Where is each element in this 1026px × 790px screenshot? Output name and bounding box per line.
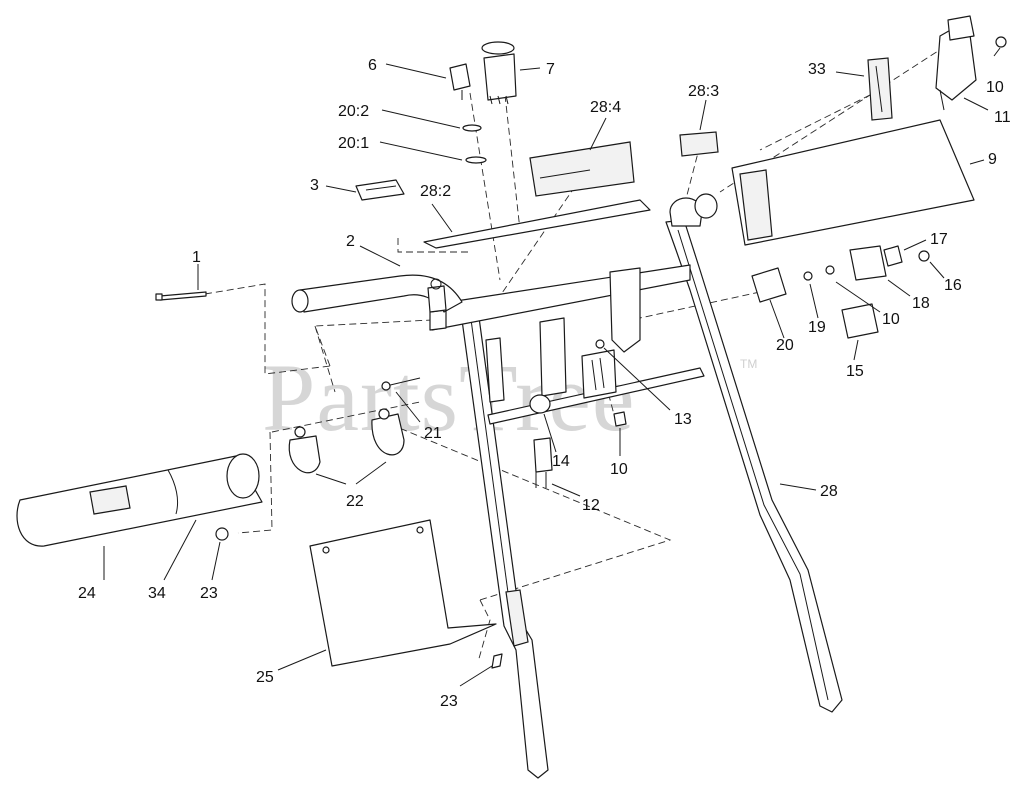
callout-34: 34 bbox=[148, 585, 166, 602]
left-handle-tube bbox=[291, 274, 463, 313]
callout-17: 15 bbox=[846, 363, 864, 380]
callout-28-4: 28:4 bbox=[590, 99, 621, 116]
callout-22: 22 bbox=[346, 493, 364, 510]
callout-3: 3 bbox=[310, 177, 319, 194]
handle-cover-tube bbox=[16, 453, 263, 547]
relay-assembly bbox=[751, 245, 930, 339]
control-box bbox=[731, 15, 1007, 246]
handle-frame-right bbox=[665, 193, 843, 713]
callout-25: 24 bbox=[78, 585, 96, 602]
callout-12: 16 bbox=[944, 277, 962, 294]
leader-lines bbox=[103, 47, 1001, 687]
callout-10-top: 10 bbox=[986, 79, 1004, 96]
callout-28: 28 bbox=[820, 483, 838, 500]
callout-11: 11 bbox=[994, 109, 1011, 126]
callout-33: 33 bbox=[808, 61, 826, 78]
callout-23-left: 23 bbox=[200, 585, 218, 602]
ignition-switches bbox=[355, 41, 517, 201]
callout-9: 9 bbox=[988, 151, 997, 168]
bolt-1 bbox=[155, 291, 207, 301]
watermark-tm: TM bbox=[740, 357, 757, 371]
dash-panel bbox=[423, 131, 719, 249]
callout-labels: 6 7 20:2 20:1 28:4 28:3 33 10 11 9 3 28:… bbox=[78, 57, 1011, 710]
center-brackets bbox=[381, 317, 627, 488]
callout-10-center: 10 bbox=[610, 461, 628, 478]
lower-shield bbox=[309, 519, 503, 669]
callout-28-3: 28:3 bbox=[688, 83, 719, 100]
callout-20-1: 20:1 bbox=[338, 135, 369, 152]
callout-19: 14 bbox=[552, 453, 570, 470]
callout-28-2: 28:2 bbox=[420, 183, 451, 200]
callout-15: 19 bbox=[808, 319, 826, 336]
handle-frame-left bbox=[461, 309, 549, 779]
callout-21: 21 bbox=[424, 425, 442, 442]
callout-13: 17 bbox=[930, 231, 948, 248]
callout-24: 25 bbox=[256, 669, 274, 686]
callout-1: 1 bbox=[192, 249, 201, 266]
callout-16: 20 bbox=[776, 337, 794, 354]
hose-clamps bbox=[288, 408, 405, 474]
callout-6: 6 bbox=[368, 57, 377, 74]
callout-20: 12 bbox=[582, 497, 600, 514]
callout-23-bottom: 23 bbox=[440, 693, 458, 710]
callout-20-2: 20:2 bbox=[338, 103, 369, 120]
callout-18: 13 bbox=[674, 411, 692, 428]
callout-2: 2 bbox=[346, 233, 355, 250]
callout-14: 18 bbox=[912, 295, 930, 312]
callout-7: 7 bbox=[546, 61, 555, 78]
callout-10-relay: 10 bbox=[882, 311, 900, 328]
